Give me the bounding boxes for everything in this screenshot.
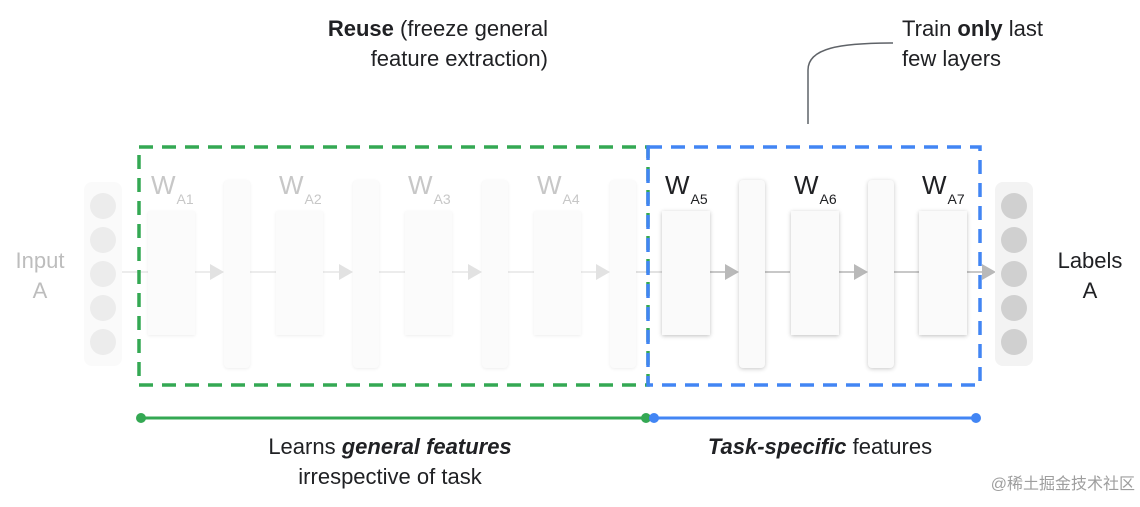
general-caption-line2: irrespective of task (298, 464, 482, 489)
general-caption-bold: general features (341, 434, 512, 459)
input-neuron (90, 227, 116, 253)
train-dashed-box (646, 145, 982, 387)
output-neuron (1001, 329, 1027, 355)
weight-box-a7 (919, 211, 967, 335)
train-caption-line2: few layers (902, 46, 1002, 71)
weight-box-a5 (662, 211, 710, 335)
weight-letter: W (408, 170, 433, 200)
weight-subscript: A3 (433, 191, 451, 207)
weight-letter: W (922, 170, 947, 200)
output-neuron (1001, 261, 1027, 287)
weight-subscript: A6 (819, 191, 837, 207)
task-caption-rest: features (846, 434, 933, 459)
input-neuron (90, 193, 116, 219)
general-span-end-dot (641, 413, 651, 423)
weight-letter: W (151, 170, 176, 200)
weight-box-a3 (405, 211, 452, 335)
weight-label-a3: WA3 (408, 170, 451, 214)
input-label-line1: Input (15, 248, 65, 273)
input-neuron (90, 295, 116, 321)
weight-label-a4: WA4 (537, 170, 580, 214)
weight-letter: W (279, 170, 304, 200)
reuse-caption-line2: feature extraction) (370, 46, 548, 71)
weight-subscript: A5 (690, 191, 708, 207)
task-span-start-dot (649, 413, 659, 423)
train-caption-bold: only (957, 16, 1003, 41)
weight-label-a6: WA6 (794, 170, 837, 214)
weight-label-a2: WA2 (279, 170, 322, 214)
output-label: Labels A (1044, 246, 1136, 306)
train-caption: Train only last few layers (902, 14, 1102, 74)
input-label-line2: A (32, 278, 48, 303)
hidden-layer-bar (224, 180, 250, 368)
weight-box-a2 (276, 211, 323, 335)
output-neuron (1001, 193, 1027, 219)
weight-label-a7: WA7 (922, 170, 965, 214)
weight-subscript: A1 (176, 191, 194, 207)
general-caption-pre: Learns (268, 434, 342, 459)
input-neuron (90, 329, 116, 355)
weight-box-a4 (534, 211, 581, 335)
weight-letter: W (794, 170, 819, 200)
reuse-caption-bold: Reuse (327, 16, 394, 41)
weight-subscript: A4 (562, 191, 580, 207)
task-caption-bold: Task-specific (707, 434, 847, 459)
hidden-layer-bar (482, 180, 508, 368)
train-caption-post: last (1002, 16, 1044, 41)
task-specific-caption: Task-specific features (660, 432, 980, 462)
general-span-start-dot (136, 413, 146, 423)
output-neuron (1001, 227, 1027, 253)
caption-pointer-curve (807, 42, 894, 124)
general-features-caption: Learns general features irrespective of … (200, 432, 580, 492)
watermark: @稀土掘金技术社区 (990, 476, 1135, 493)
weight-letter: W (537, 170, 562, 200)
output-neuron (1001, 295, 1027, 321)
train-caption-pre: Train (902, 16, 958, 41)
hidden-layer-bar (610, 180, 636, 368)
weight-label-a1: WA1 (151, 170, 194, 214)
reuse-caption: Reuse (freeze general feature extraction… (250, 14, 548, 74)
hidden-layer-bar (739, 180, 765, 368)
weight-box-a1 (148, 211, 195, 335)
output-label-line2: A (1082, 278, 1098, 303)
reuse-caption-rest: (freeze general (393, 16, 548, 41)
input-neuron-column (84, 182, 122, 366)
weight-letter: W (665, 170, 690, 200)
input-label: Input A (2, 246, 78, 306)
weight-subscript: A2 (304, 191, 322, 207)
output-label-line1: Labels (1057, 248, 1123, 273)
hidden-layer-bar (868, 180, 894, 368)
weight-subscript: A7 (947, 191, 965, 207)
output-neuron-column (995, 182, 1033, 366)
input-neuron (90, 261, 116, 287)
weight-label-a5: WA5 (665, 170, 708, 214)
hidden-layer-bar (353, 180, 379, 368)
task-span-end-dot (971, 413, 981, 423)
weight-box-a6 (791, 211, 839, 335)
